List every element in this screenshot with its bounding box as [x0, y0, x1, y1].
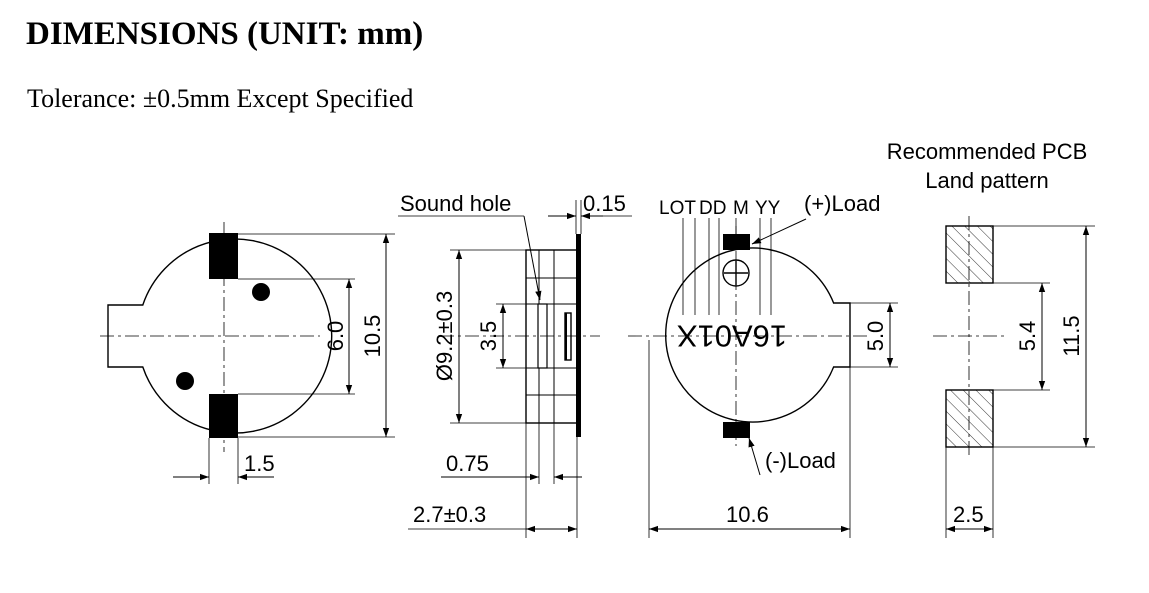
label-0-75: 0.75: [446, 451, 489, 476]
label-11-5: 11.5: [1059, 315, 1084, 356]
negative-terminal: [723, 422, 750, 438]
label-diameter: Ø9.2±0.3: [432, 291, 457, 381]
label-6-0: 6.0: [323, 321, 348, 352]
marking-label-yy: YY: [755, 198, 781, 219]
top-view: 16A01X LOT DD M YY (+)Load (-)Load 5.0 1…: [628, 191, 898, 538]
label-1-5: 1.5: [244, 451, 275, 476]
marking-label-m: M: [733, 198, 749, 219]
label-10-6: 10.6: [726, 502, 769, 527]
tolerance-note: Tolerance: ±0.5mm Except Specified: [27, 84, 414, 113]
front-dot-lower: [176, 372, 194, 390]
pcb-land-pattern: Recommended PCB Land pattern 11.5 5.4 2.…: [887, 139, 1095, 538]
front-body-outline: [107, 238, 333, 434]
positive-terminal: [723, 234, 750, 250]
positive-load-leader: [751, 218, 807, 245]
negative-load-leader: [748, 437, 761, 476]
label-3-5: 3.5: [476, 321, 501, 352]
label-positive-load: (+)Load: [804, 191, 880, 216]
label-thickness: 2.7±0.3: [413, 502, 486, 527]
front-dot-upper: [252, 283, 270, 301]
pcb-title-line1: Recommended PCB: [887, 139, 1088, 164]
side-view: Sound hole 0.15 Ø9.2±0.3 3.5 0.75 2.7±0.…: [398, 191, 632, 538]
sound-hole-leader: [523, 215, 542, 301]
front-top-pad: [209, 233, 238, 279]
label-10-5: 10.5: [360, 315, 385, 358]
pcb-pad-top: [945, 225, 994, 284]
label-negative-load: (-)Load: [765, 448, 836, 473]
label-0-15: 0.15: [583, 191, 626, 216]
top-body-outline: [664, 247, 851, 423]
label-5-0: 5.0: [863, 321, 888, 352]
label-5-4: 5.4: [1015, 321, 1040, 352]
marking-label-lot: LOT: [659, 198, 696, 219]
pcb-pad-bottom: [945, 389, 994, 448]
marking-text: 16A01X: [677, 319, 788, 354]
pcb-title-line2: Land pattern: [925, 168, 1049, 193]
front-bottom-pad: [209, 394, 238, 438]
label-sound-hole: Sound hole: [400, 191, 511, 216]
front-view: 10.5 6.0 1.5: [100, 222, 395, 484]
page-title: DIMENSIONS (UNIT: mm): [26, 16, 424, 52]
side-plate: [576, 234, 581, 437]
marking-label-dd: DD: [699, 198, 726, 219]
label-2-5: 2.5: [953, 502, 984, 527]
